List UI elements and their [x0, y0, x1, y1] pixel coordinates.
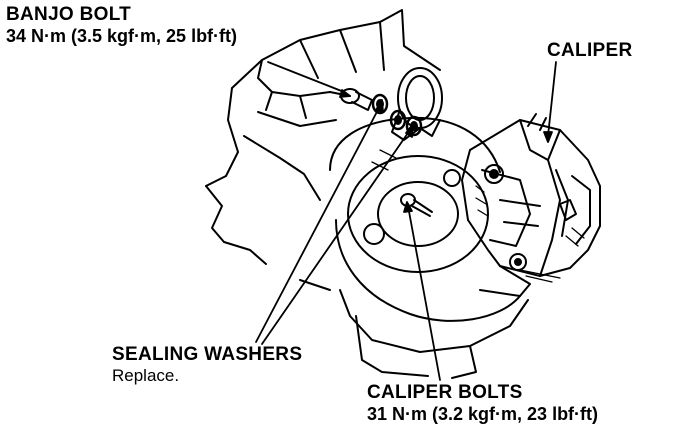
banjo-bolt-leader: [267, 61, 345, 93]
caliper-callout: CALIPER: [547, 40, 633, 62]
caliper-arrowhead: [543, 131, 553, 143]
banjo-bolt-torque: 34 N·m (3.5 kgf·m, 25 lbf·ft): [6, 25, 238, 46]
washer-leader-1: [255, 105, 381, 343]
caliper-bolts-callout: CALIPER BOLTS 31 N·m (3.2 kgf·m, 23 lbf·…: [367, 382, 598, 425]
sealing-washers-callout: SEALING WASHERS Replace.: [112, 344, 302, 385]
banjo-bolt-callout: BANJO BOLT 34 N·m (3.5 kgf·m, 25 lbf·ft): [6, 4, 237, 47]
caliper-bolt-arrowhead: [403, 201, 413, 213]
shading: [371, 149, 585, 283]
sealing-washers-title: SEALING WASHERS: [112, 344, 303, 365]
sealing-washers-note: Replace.: [112, 365, 180, 385]
banjo-bolt-title: BANJO BOLT: [6, 4, 132, 25]
washer-leader-2: [261, 129, 411, 345]
banjo-bolt-arrowhead: [339, 89, 351, 98]
caliper-body: [461, 113, 601, 297]
caliper-leader: [547, 61, 557, 137]
caliper-title: CALIPER: [547, 40, 633, 61]
caliper-bolts-title: CALIPER BOLTS: [367, 382, 523, 403]
washer-arrowhead-2: [405, 123, 414, 138]
caliper-bolt-leader: [407, 205, 441, 381]
leader-lines: [255, 61, 557, 381]
washer-arrowhead-1: [375, 99, 384, 113]
knuckle-outline: [205, 9, 441, 265]
hub-assembly: [299, 116, 529, 379]
caliper-bolts-torque: 31 N·m (3.2 kgf·m, 23 lbf·ft): [367, 403, 599, 424]
